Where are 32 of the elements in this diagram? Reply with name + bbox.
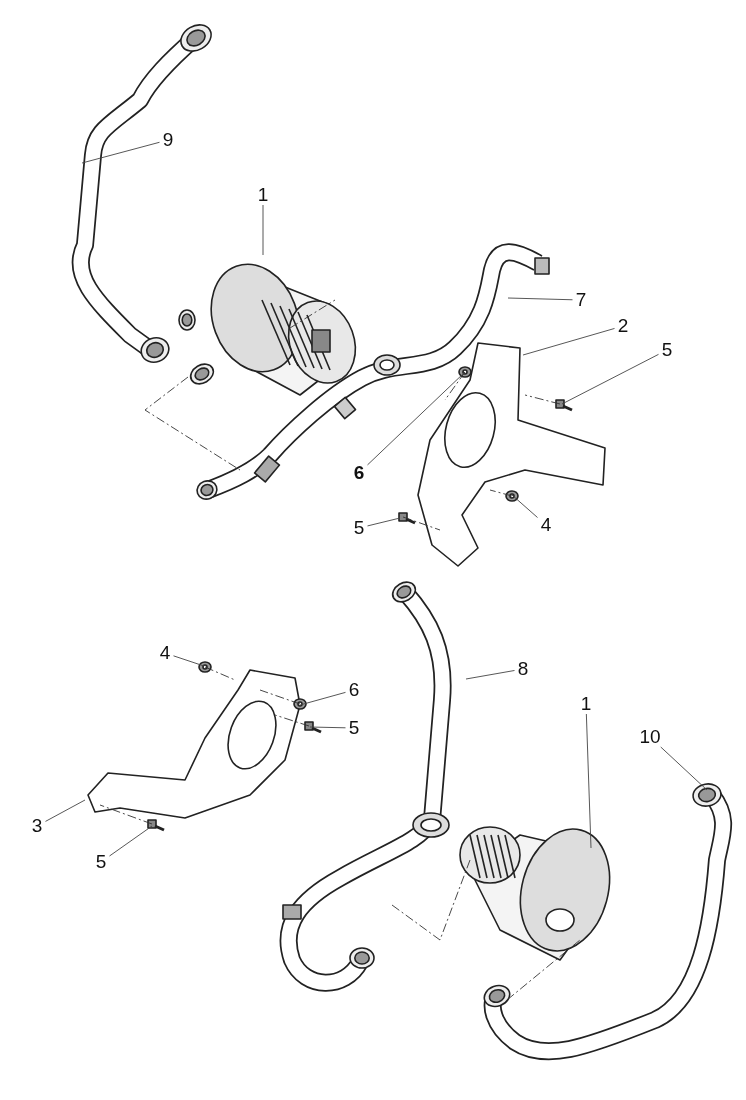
callout-number: 1 bbox=[580, 693, 592, 715]
leader-line bbox=[367, 517, 401, 527]
leader-line bbox=[309, 726, 346, 729]
leader-line bbox=[561, 353, 659, 405]
callout-number: 1 bbox=[257, 184, 269, 206]
leader-line bbox=[173, 655, 205, 667]
callout-number: 7 bbox=[575, 289, 587, 311]
callout-number: 2 bbox=[617, 315, 629, 337]
callout-number: 4 bbox=[159, 642, 171, 664]
leader-line bbox=[660, 746, 708, 791]
callout-number: 5 bbox=[353, 517, 365, 539]
leader-line bbox=[81, 141, 160, 164]
callout-number: 9 bbox=[162, 129, 174, 151]
leader-line bbox=[585, 713, 592, 849]
callout-number: 6 bbox=[348, 679, 360, 701]
leader-line bbox=[367, 371, 466, 466]
callout-number: 10 bbox=[639, 726, 661, 748]
callout-number: 6 bbox=[353, 462, 365, 484]
leader-line bbox=[511, 494, 538, 518]
leader-line bbox=[522, 328, 615, 356]
leader-line bbox=[109, 825, 153, 857]
callout-number: 4 bbox=[540, 514, 552, 536]
callout-number: 5 bbox=[661, 339, 673, 361]
leader-line bbox=[262, 204, 264, 256]
callout-number: 8 bbox=[517, 658, 529, 680]
leader-line bbox=[507, 297, 573, 301]
leader-line bbox=[45, 799, 86, 822]
leader-line bbox=[299, 691, 346, 706]
callout-number: 5 bbox=[348, 717, 360, 739]
callout-number: 3 bbox=[31, 815, 43, 837]
callout-number: 5 bbox=[95, 851, 107, 873]
leader-line bbox=[465, 670, 515, 680]
